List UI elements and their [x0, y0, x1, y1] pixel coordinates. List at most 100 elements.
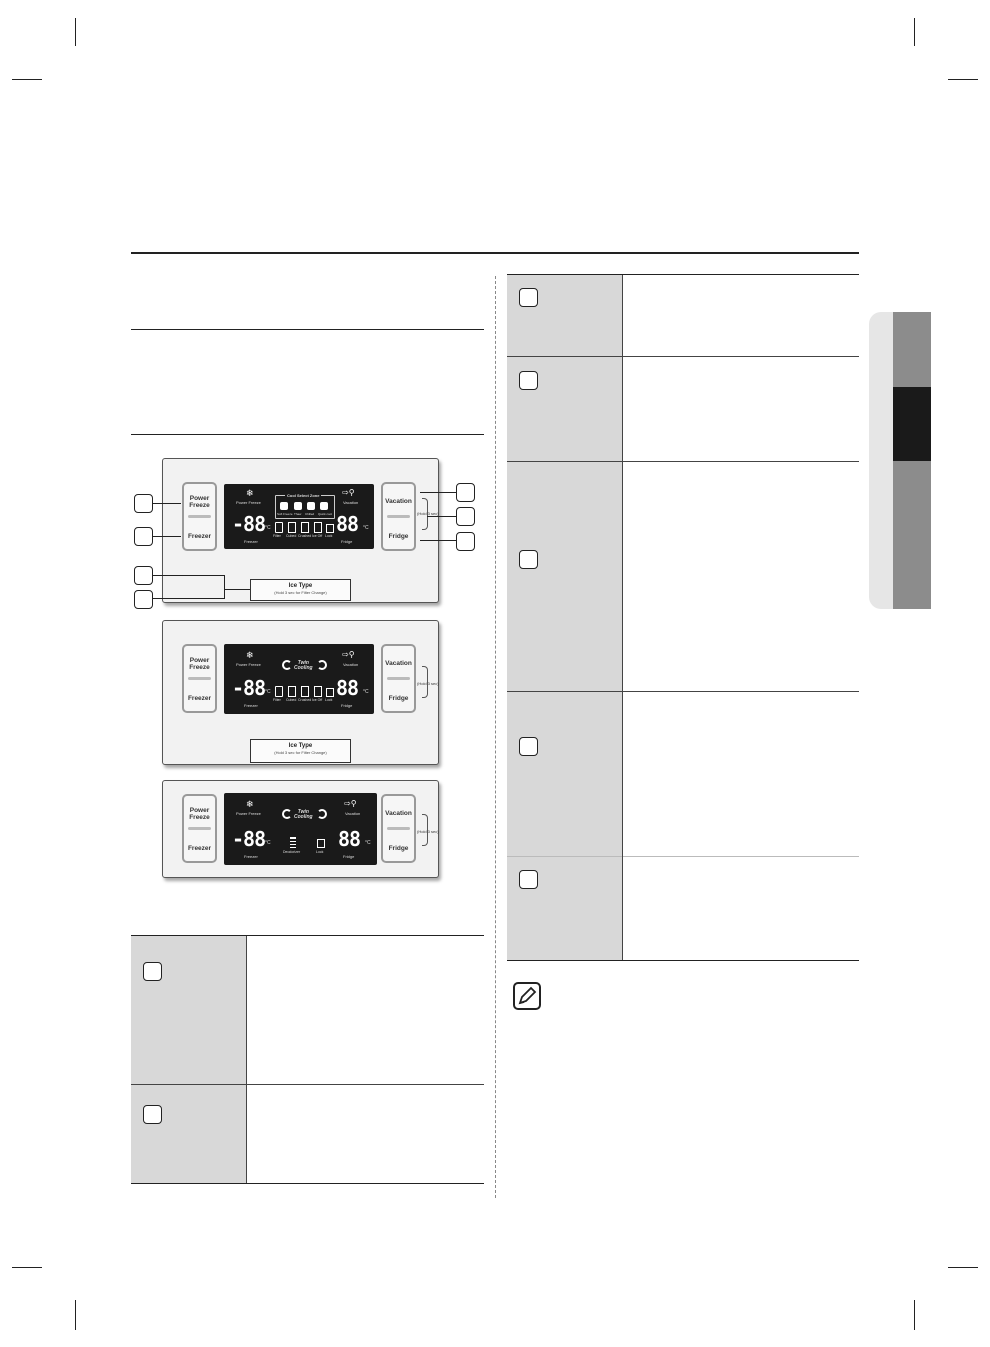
table-rule — [507, 274, 859, 275]
right-button-group: Vacation Fridge — [381, 794, 416, 863]
left-button-group: Power Freeze Freezer — [182, 482, 217, 551]
table-rule — [507, 461, 859, 462]
freezer-button[interactable]: Freezer — [187, 695, 212, 702]
quick-cool-icon — [320, 502, 328, 510]
freezer-label: Freezer — [244, 539, 258, 544]
left-button-group: Power Freeze Freezer — [182, 794, 217, 863]
table-column-rule — [622, 275, 623, 960]
status-label: Lock — [316, 850, 324, 854]
zone-mode-label: Soft Freeze — [277, 512, 293, 516]
freezer-label: Freezer — [244, 703, 258, 708]
power-freeze-button[interactable]: Power Freeze — [189, 495, 210, 509]
power-freeze-indicator: Power Freeze — [236, 500, 261, 505]
power-freeze-button[interactable]: Power Freeze — [189, 807, 210, 821]
status-label: Ice Off — [312, 698, 323, 702]
lock-bracket-icon — [422, 498, 428, 530]
table-key-cell — [131, 1085, 246, 1183]
vacation-button[interactable]: Vacation — [385, 660, 412, 667]
vacation-button[interactable]: Vacation — [385, 498, 412, 505]
control-panel-3: Power Freeze Freezer ❄ Power Freeze Twin… — [162, 780, 439, 878]
callout-box — [519, 550, 538, 569]
status-label: Crushed — [298, 698, 312, 702]
vacation-button[interactable]: Vacation — [385, 810, 412, 817]
vacation-indicator: Vacation — [345, 811, 361, 816]
callout-box — [134, 527, 153, 546]
status-label: Cubed — [286, 698, 297, 702]
ice-type-label: Ice Type — [288, 743, 313, 749]
crop-mark — [914, 18, 915, 46]
freezer-unit: °C — [265, 689, 271, 695]
table-rule — [131, 1183, 484, 1184]
lock-icon — [317, 839, 325, 848]
snowflake-icon: ❄ — [246, 799, 254, 809]
button-divider — [188, 677, 211, 680]
ice-type-hint: (Hold 3 sec for Filter Change) — [274, 590, 327, 595]
lcd-display-2: ❄ Power Freeze Twin Cooling ⇨⚲ Vacation … — [224, 644, 374, 714]
right-button-group: Vacation Fridge — [381, 644, 416, 713]
table-key-cell — [507, 462, 622, 691]
callout-leader — [153, 598, 225, 599]
column-divider — [495, 276, 496, 1198]
vacation-indicator: Vacation — [343, 500, 359, 505]
table-rule — [507, 691, 859, 692]
table-rule — [131, 1084, 484, 1085]
crop-mark — [12, 79, 42, 80]
note-pencil-icon — [513, 982, 541, 1010]
power-freeze-indicator: Power Freeze — [236, 811, 261, 816]
callout-leader — [224, 575, 225, 599]
status-label: Lock — [325, 698, 333, 702]
fridge-temp-digits: 88 — [336, 512, 359, 536]
freezer-button[interactable]: Freezer — [187, 533, 212, 540]
freezer-temp-digits: -88 — [232, 827, 266, 851]
fridge-button[interactable]: Fridge — [388, 533, 409, 540]
callout-box — [134, 590, 153, 609]
right-button-group: Vacation Fridge — [381, 482, 416, 551]
twin-cooling-left-arrow-icon — [282, 660, 292, 670]
status-label: Lock — [325, 534, 333, 538]
ice-type-button[interactable]: Ice Type (Hold 3 sec for Filter Change) — [250, 739, 351, 763]
section-rule — [131, 434, 484, 435]
vacation-icon: ⇨⚲ — [342, 488, 355, 497]
status-label: Filter — [273, 698, 281, 702]
vacation-icon: ⇨⚲ — [342, 650, 355, 659]
side-tab-light — [869, 312, 895, 609]
callout-box — [519, 371, 538, 390]
button-divider — [387, 515, 410, 518]
control-panel-1: Power Freeze Freezer ❄ Power Freeze Cool… — [162, 458, 439, 603]
callout-box — [456, 507, 475, 526]
twin-cooling-label: Twin Cooling — [294, 809, 313, 820]
fridge-unit: °C — [365, 840, 371, 846]
callout-box — [143, 1105, 162, 1124]
crop-mark — [75, 18, 76, 46]
callout-box — [519, 737, 538, 756]
fridge-button[interactable]: Fridge — [388, 695, 409, 702]
button-divider — [387, 827, 410, 830]
freezer-unit: °C — [265, 840, 271, 846]
power-freeze-button[interactable]: Power Freeze — [189, 657, 210, 671]
crop-mark — [914, 1300, 915, 1330]
twin-cooling-right-arrow-icon — [317, 809, 327, 819]
status-label: Crushed — [298, 534, 312, 538]
freezer-label: Freezer — [244, 854, 258, 859]
fridge-unit: °C — [363, 525, 369, 531]
crop-mark — [948, 79, 978, 80]
button-divider — [188, 515, 211, 518]
freezer-button[interactable]: Freezer — [187, 845, 212, 852]
ice-type-button[interactable]: Ice Type (Hold 3 sec for Filter Change) — [250, 579, 351, 601]
freezer-temp-digits: -88 — [232, 512, 266, 536]
fridge-temp-digits: 88 — [338, 827, 361, 851]
crushed-icon — [301, 522, 309, 533]
deodorizer-icon — [290, 837, 296, 848]
fridge-button[interactable]: Fridge — [388, 845, 409, 852]
zone-mode-label: Quick cool — [318, 512, 333, 516]
callout-leader — [420, 540, 456, 541]
crop-mark — [12, 1267, 42, 1268]
callout-leader — [153, 503, 181, 504]
ice-off-icon — [314, 522, 322, 533]
callout-box — [134, 494, 153, 513]
callout-box — [143, 962, 162, 981]
ice-type-label: Ice Type — [288, 583, 313, 589]
crushed-icon — [301, 686, 309, 697]
callout-box — [519, 288, 538, 307]
status-label: Deodorizer — [283, 850, 301, 854]
